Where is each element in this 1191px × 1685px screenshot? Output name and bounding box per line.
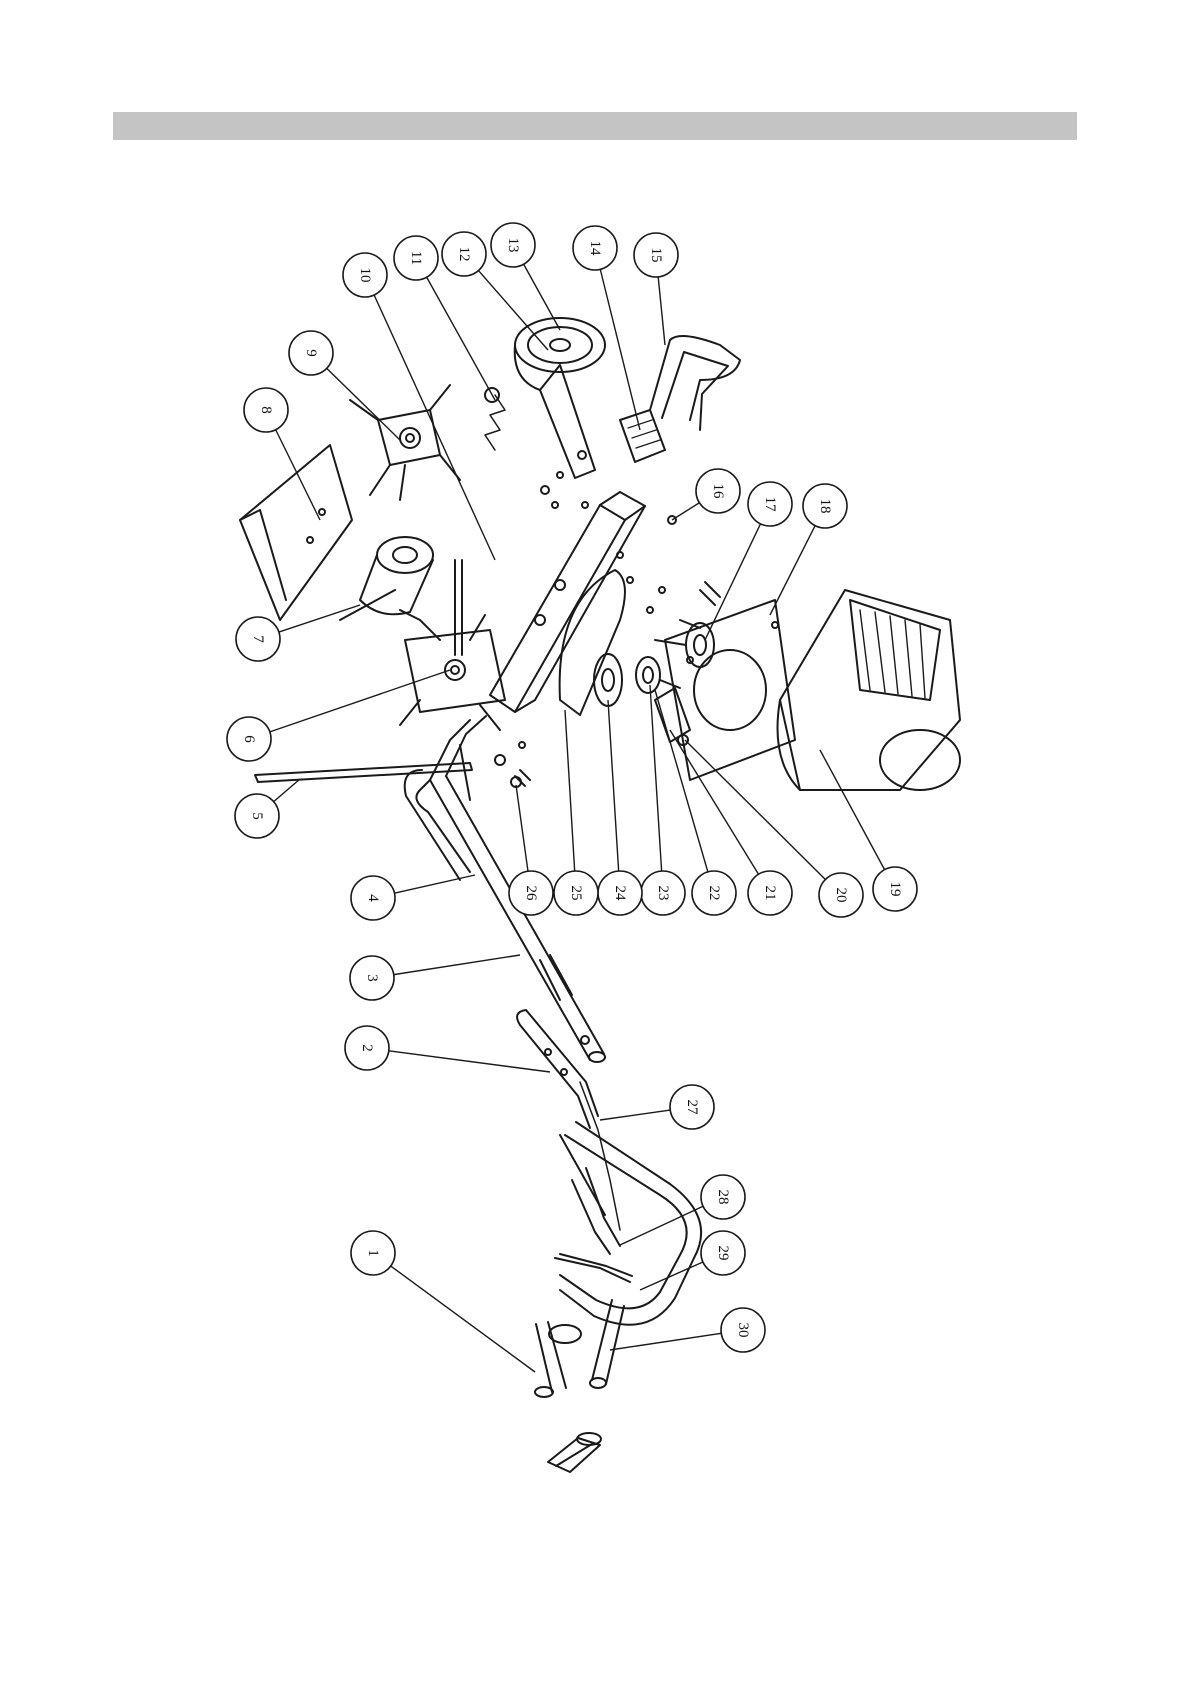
callout-number: 20 xyxy=(833,888,849,903)
callout-number: 9 xyxy=(303,349,319,357)
callout-number: 5 xyxy=(249,812,265,820)
callout-2: 2 xyxy=(345,1026,550,1072)
callout-3: 3 xyxy=(350,955,520,1000)
callout-leader-line xyxy=(394,955,520,975)
callout-14: 14 xyxy=(573,226,640,430)
callout-number: 17 xyxy=(762,497,778,513)
callout-leader-line xyxy=(389,1051,550,1072)
callout-number: 30 xyxy=(735,1323,751,1338)
callout-6: 6 xyxy=(227,670,450,761)
callout-leader-line xyxy=(820,750,885,870)
callout-leader-line xyxy=(672,503,699,520)
callout-1: 1 xyxy=(351,1231,535,1372)
callout-30: 30 xyxy=(610,1308,765,1352)
drive-belt xyxy=(560,570,625,715)
spring xyxy=(485,388,505,450)
callout-number: 19 xyxy=(887,882,903,897)
callout-27: 27 xyxy=(600,1085,714,1129)
callout-16: 16 xyxy=(672,469,740,520)
callout-number: 29 xyxy=(715,1246,731,1261)
callout-4: 4 xyxy=(351,875,475,920)
wheel-arm xyxy=(540,365,595,478)
callout-leader-line xyxy=(670,730,758,874)
tine-assembly-right xyxy=(350,385,460,500)
callout-number: 28 xyxy=(715,1190,731,1205)
callout-number: 11 xyxy=(408,251,424,265)
callout-number: 4 xyxy=(365,894,381,902)
callout-8: 8 xyxy=(244,388,320,520)
callout-number: 13 xyxy=(505,238,521,253)
callout-leader-line xyxy=(516,785,528,871)
callout-15: 15 xyxy=(634,233,678,345)
callout-leader-line xyxy=(427,277,495,400)
callout-number: 8 xyxy=(258,406,274,414)
callout-number: 7 xyxy=(250,635,266,643)
callout-leader-line xyxy=(640,1262,703,1290)
tine-flap xyxy=(255,745,472,800)
callout-number: 22 xyxy=(706,886,722,901)
callout-5: 5 xyxy=(235,779,300,838)
callout-number: 23 xyxy=(655,886,671,901)
callout-leader-line xyxy=(655,690,708,872)
callout-leader-line xyxy=(770,526,815,615)
drive-pulley xyxy=(594,654,622,706)
callout-leader-line xyxy=(276,430,320,520)
callout-number: 2 xyxy=(359,1044,375,1052)
callout-leader-line xyxy=(374,295,495,560)
callout-7: 7 xyxy=(236,605,360,661)
callout-leader-line xyxy=(600,1110,670,1120)
callout-number: 24 xyxy=(612,886,628,902)
callout-leader-line xyxy=(270,670,450,732)
callout-26: 26 xyxy=(509,785,553,915)
callout-25: 25 xyxy=(554,710,598,915)
tine-assembly-left xyxy=(400,560,505,730)
handle-grip xyxy=(548,1433,601,1472)
callout-leader-line xyxy=(391,1266,535,1372)
callout-number: 1 xyxy=(365,1249,381,1257)
carry-handle xyxy=(650,336,740,430)
callout-leader-line xyxy=(658,277,665,345)
callout-leader-line xyxy=(394,875,475,893)
callout-leader-line xyxy=(600,269,640,430)
callout-24: 24 xyxy=(598,700,642,915)
small-hardware xyxy=(541,472,720,628)
callout-leader-line xyxy=(274,779,300,802)
callout-leader-line xyxy=(327,368,400,440)
callout-leader-line xyxy=(565,710,575,871)
callout-number: 15 xyxy=(648,248,664,263)
callout-leader-line xyxy=(608,700,619,871)
callout-number: 18 xyxy=(817,499,833,514)
callout-leader-line xyxy=(705,524,761,640)
engine xyxy=(778,590,961,790)
callout-number: 12 xyxy=(456,247,472,262)
callout-number: 6 xyxy=(241,735,257,743)
callout-number: 25 xyxy=(568,886,584,901)
handlebar-lower xyxy=(535,1122,701,1397)
callout-leader-line xyxy=(610,1333,721,1350)
callout-number: 14 xyxy=(587,241,603,257)
callout-leader-line xyxy=(478,271,548,350)
callout-number: 21 xyxy=(762,886,778,901)
callout-9: 9 xyxy=(289,331,400,440)
mounting-plate xyxy=(620,410,665,462)
callout-number: 10 xyxy=(357,268,373,283)
handlebar-brace xyxy=(560,1135,620,1254)
callout-number: 26 xyxy=(523,886,539,902)
bolts xyxy=(495,742,530,787)
callout-leader-line xyxy=(685,740,825,879)
callout-leader-line xyxy=(620,1206,703,1245)
callout-13: 13 xyxy=(491,223,560,330)
callout-number: 27 xyxy=(684,1100,700,1116)
callout-number: 16 xyxy=(710,484,726,500)
callout-number: 3 xyxy=(364,974,380,982)
callout-leader-line xyxy=(279,605,360,632)
